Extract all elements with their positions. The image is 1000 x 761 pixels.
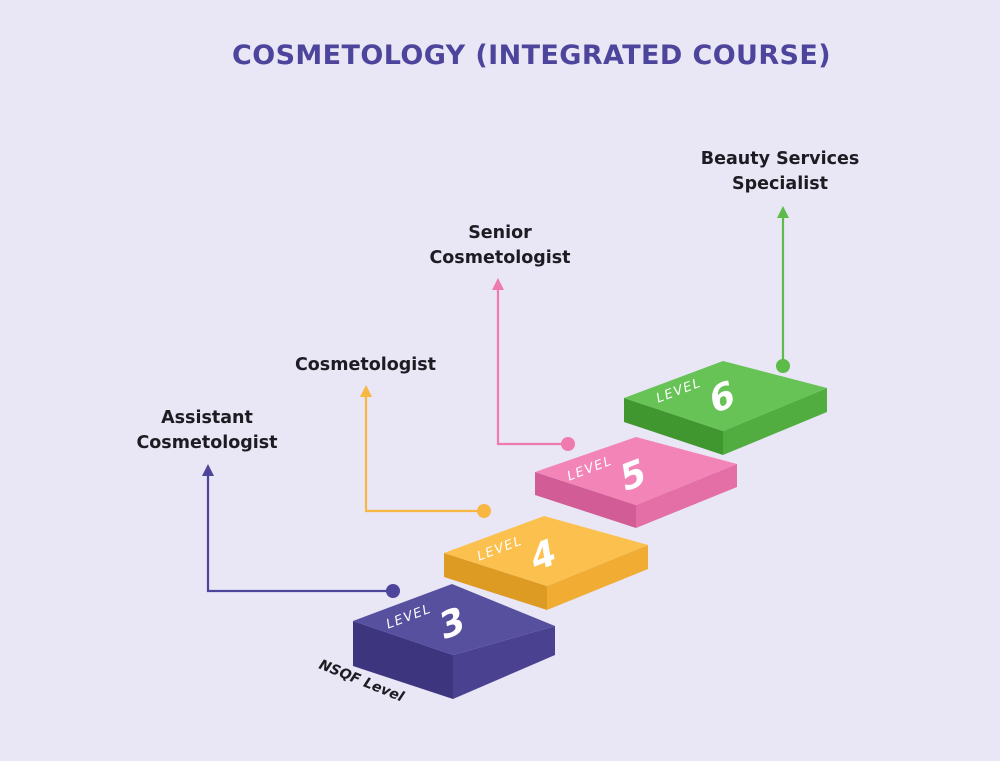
level-3-step: LEVEL 3 bbox=[353, 584, 555, 699]
connector-level-6 bbox=[776, 206, 790, 373]
page-title: COSMETOLOGY (INTEGRATED COURSE) bbox=[232, 40, 831, 71]
connector-level-5 bbox=[492, 278, 575, 451]
role-label-level-6: Beauty Services Specialist bbox=[700, 149, 860, 194]
role-label-level-3: Assistant Cosmetologist bbox=[136, 408, 278, 453]
connector-level-3 bbox=[202, 464, 400, 598]
role-label-level-5: Senior Cosmetologist bbox=[429, 223, 571, 268]
level-6-step: LEVEL 6 bbox=[624, 361, 827, 455]
level-4-step: LEVEL 4 bbox=[444, 516, 648, 610]
connector-level-4 bbox=[360, 385, 491, 518]
role-label-level-4: Cosmetologist bbox=[294, 355, 437, 375]
level-5-step: LEVEL 5 bbox=[535, 437, 737, 528]
